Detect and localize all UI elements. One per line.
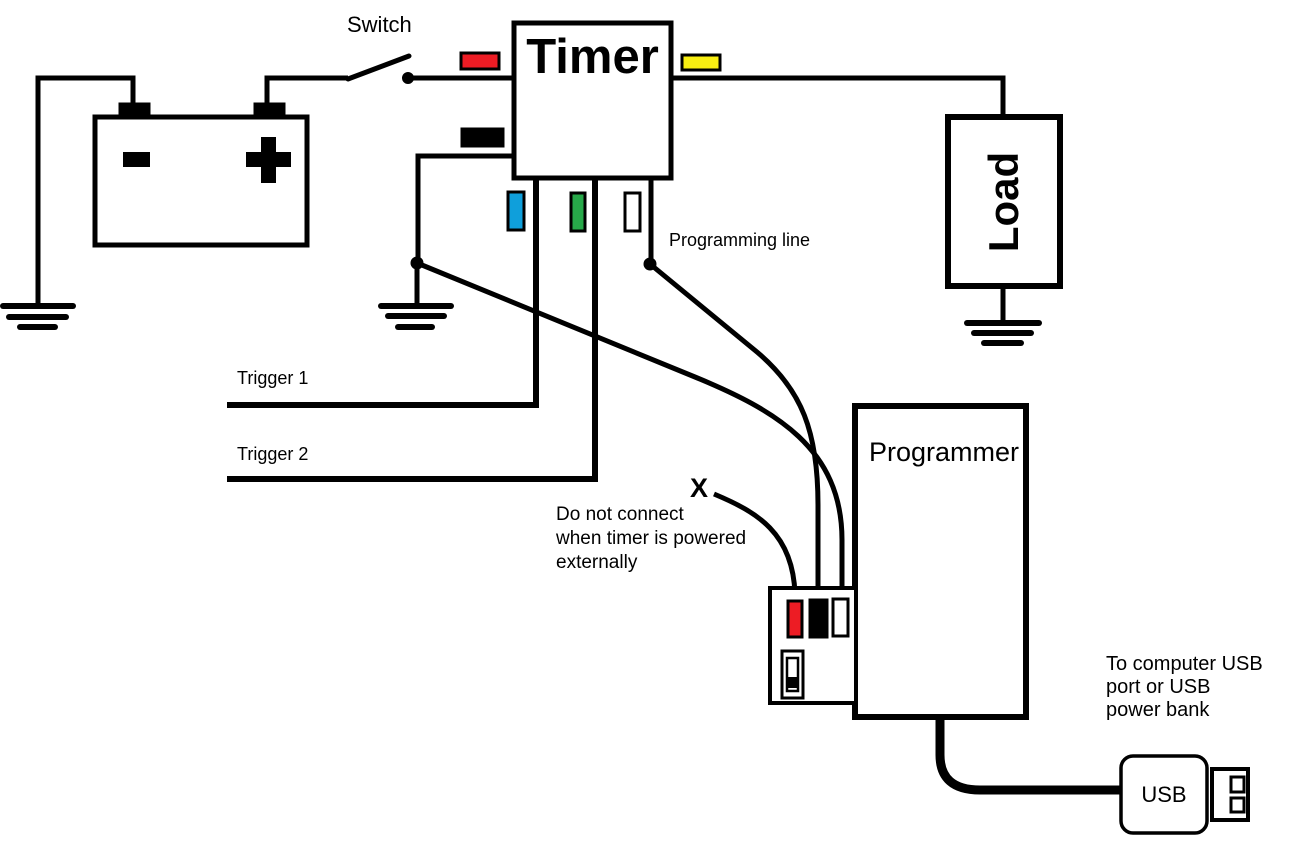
usb-cable: [935, 717, 1124, 795]
timer-connector-green: [569, 191, 587, 233]
ground-to-programmer-wire: [416, 260, 845, 594]
ground-icon-battery: [0, 303, 76, 330]
timer-to-load-wire: [669, 75, 1006, 119]
timer-connector-yellow: [680, 53, 722, 72]
ground-icon-timer: [378, 263, 454, 330]
ground-icon-load: [964, 286, 1042, 346]
timer-connector-black: [460, 127, 505, 148]
timer-connector-red: [459, 51, 501, 71]
trigger2-label: Trigger 2: [237, 444, 309, 464]
usb-note-line3: power bank: [1106, 699, 1210, 721]
battery-positive-terminal: [253, 102, 286, 117]
switch-label: Switch: [347, 12, 412, 37]
usb-note-line1: To computer USB: [1106, 653, 1263, 675]
programming-line-wire: [648, 262, 821, 594]
usb-note-line2: port or USB: [1106, 676, 1211, 698]
trigger2-wire: [227, 176, 598, 482]
battery-plus-icon: [246, 137, 291, 183]
warning-note-line1: Do not connect: [556, 504, 684, 525]
load-label-wrap: Load: [948, 117, 1060, 286]
programming-line-label: Programming line: [669, 230, 811, 250]
usb-connector-body: [1119, 754, 1209, 835]
warning-note-line3: externally: [556, 552, 638, 573]
load-label: Load: [979, 151, 1027, 252]
programmer-label: Programmer: [869, 437, 1020, 467]
warning-note: Do not connect when timer is powered ext…: [556, 503, 746, 575]
battery-minus-icon: [123, 152, 150, 167]
header-pin-black: [808, 598, 829, 639]
trigger1-wire: [227, 176, 539, 408]
timer-connector-white: [623, 191, 642, 233]
load-box: [945, 114, 1063, 289]
warning-note-line2: when timer is powered: [556, 528, 747, 549]
timer-box: [511, 20, 674, 181]
programming-junction-dot: [643, 257, 657, 271]
programmer-box: [852, 403, 1029, 720]
usb-note: To computer USB port or USB power bank: [1106, 653, 1263, 722]
switch-blade: [345, 53, 412, 82]
switch-contact-dot: [402, 72, 414, 84]
battery-negative-wire: [35, 75, 136, 304]
usb-plug-icon: [1210, 767, 1250, 822]
battery-positive-wire: [264, 75, 348, 105]
usb-label: USB: [1141, 781, 1187, 807]
header-pin-white: [831, 597, 850, 638]
header-switch-icon: [780, 649, 805, 700]
header-pin-red: [786, 599, 804, 639]
diagram-art: [0, 20, 1250, 835]
do-not-connect-x-marker: X: [690, 473, 709, 503]
trigger1-label: Trigger 1: [237, 368, 309, 388]
timer-connector-blue: [506, 190, 526, 232]
disconnected-power-wire: [713, 491, 798, 595]
battery-negative-terminal: [118, 102, 151, 117]
timer-ground-wire: [415, 153, 516, 262]
timer-label: Timer: [526, 30, 659, 84]
